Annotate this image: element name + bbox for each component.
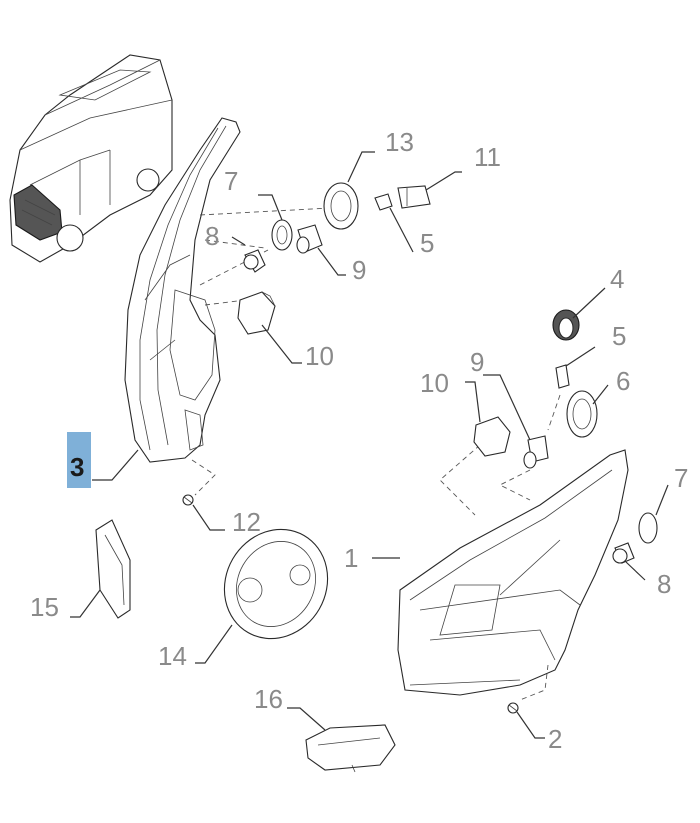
callout-9-left[interactable]: 9 [352,255,366,285]
bulb-8-right[interactable] [612,542,635,564]
screw-2[interactable] [507,702,519,714]
bulb-9-right[interactable] [523,435,549,469]
callout-2[interactable]: 2 [548,724,562,754]
callout-8-left[interactable]: 8 [205,221,219,251]
callout-7-left[interactable]: 7 [224,166,238,196]
callout-15[interactable]: 15 [30,592,59,622]
callout-3[interactable]: 3 [70,452,84,482]
callout-7-right[interactable]: 7 [674,463,688,493]
callout-12[interactable]: 12 [232,507,261,537]
alignment-line [204,239,266,249]
callout-10-left[interactable]: 10 [305,341,334,371]
callout-5-top[interactable]: 5 [420,228,434,258]
grommet-7-right[interactable] [638,512,658,544]
side-marker-15[interactable] [95,519,131,619]
cap-6[interactable] [566,390,598,438]
alignment-line [199,207,331,216]
callout-13[interactable]: 13 [385,127,414,157]
drl-16[interactable] [305,724,396,773]
left-headlamp-assembly[interactable] [124,117,241,463]
cap-13[interactable] [323,182,359,230]
socket-4[interactable] [552,309,580,341]
screw-12[interactable] [182,494,194,506]
right-headlamp-assembly[interactable] [397,449,629,696]
callout-6[interactable]: 6 [616,366,630,396]
socket-11[interactable] [397,185,431,209]
module-10-right[interactable] [473,416,511,457]
alignment-line [498,469,531,501]
alignment-line [191,459,216,496]
alignment-line [547,394,561,431]
van-illustration [9,54,173,263]
callout-9-right[interactable]: 9 [470,347,484,377]
callout-4[interactable]: 4 [610,264,624,294]
bulb-5-right[interactable] [555,364,570,389]
callouts: 3 1 2 4 5 5 6 7 7 8 8 9 9 10 10 11 12 13… [30,127,688,754]
callout-8-right[interactable]: 8 [657,569,671,599]
callout-3-highlight [67,432,91,488]
callout-1[interactable]: 1 [344,543,358,573]
leader-lines [70,151,669,739]
bulb-5-top[interactable] [374,193,393,211]
bulb-9-left[interactable] [296,224,323,254]
alignment-line [439,444,481,516]
fog-lamp-14[interactable] [205,511,348,658]
bulb-8-left[interactable] [243,249,266,273]
callout-11[interactable]: 11 [474,142,501,172]
callout-14[interactable]: 14 [158,641,187,671]
callout-16[interactable]: 16 [254,684,283,714]
grommet-7-left[interactable] [271,219,293,251]
alignment-line [204,299,246,306]
module-10-left[interactable] [237,291,276,335]
callout-5-right[interactable]: 5 [612,321,626,351]
callout-10-right[interactable]: 10 [420,368,449,398]
